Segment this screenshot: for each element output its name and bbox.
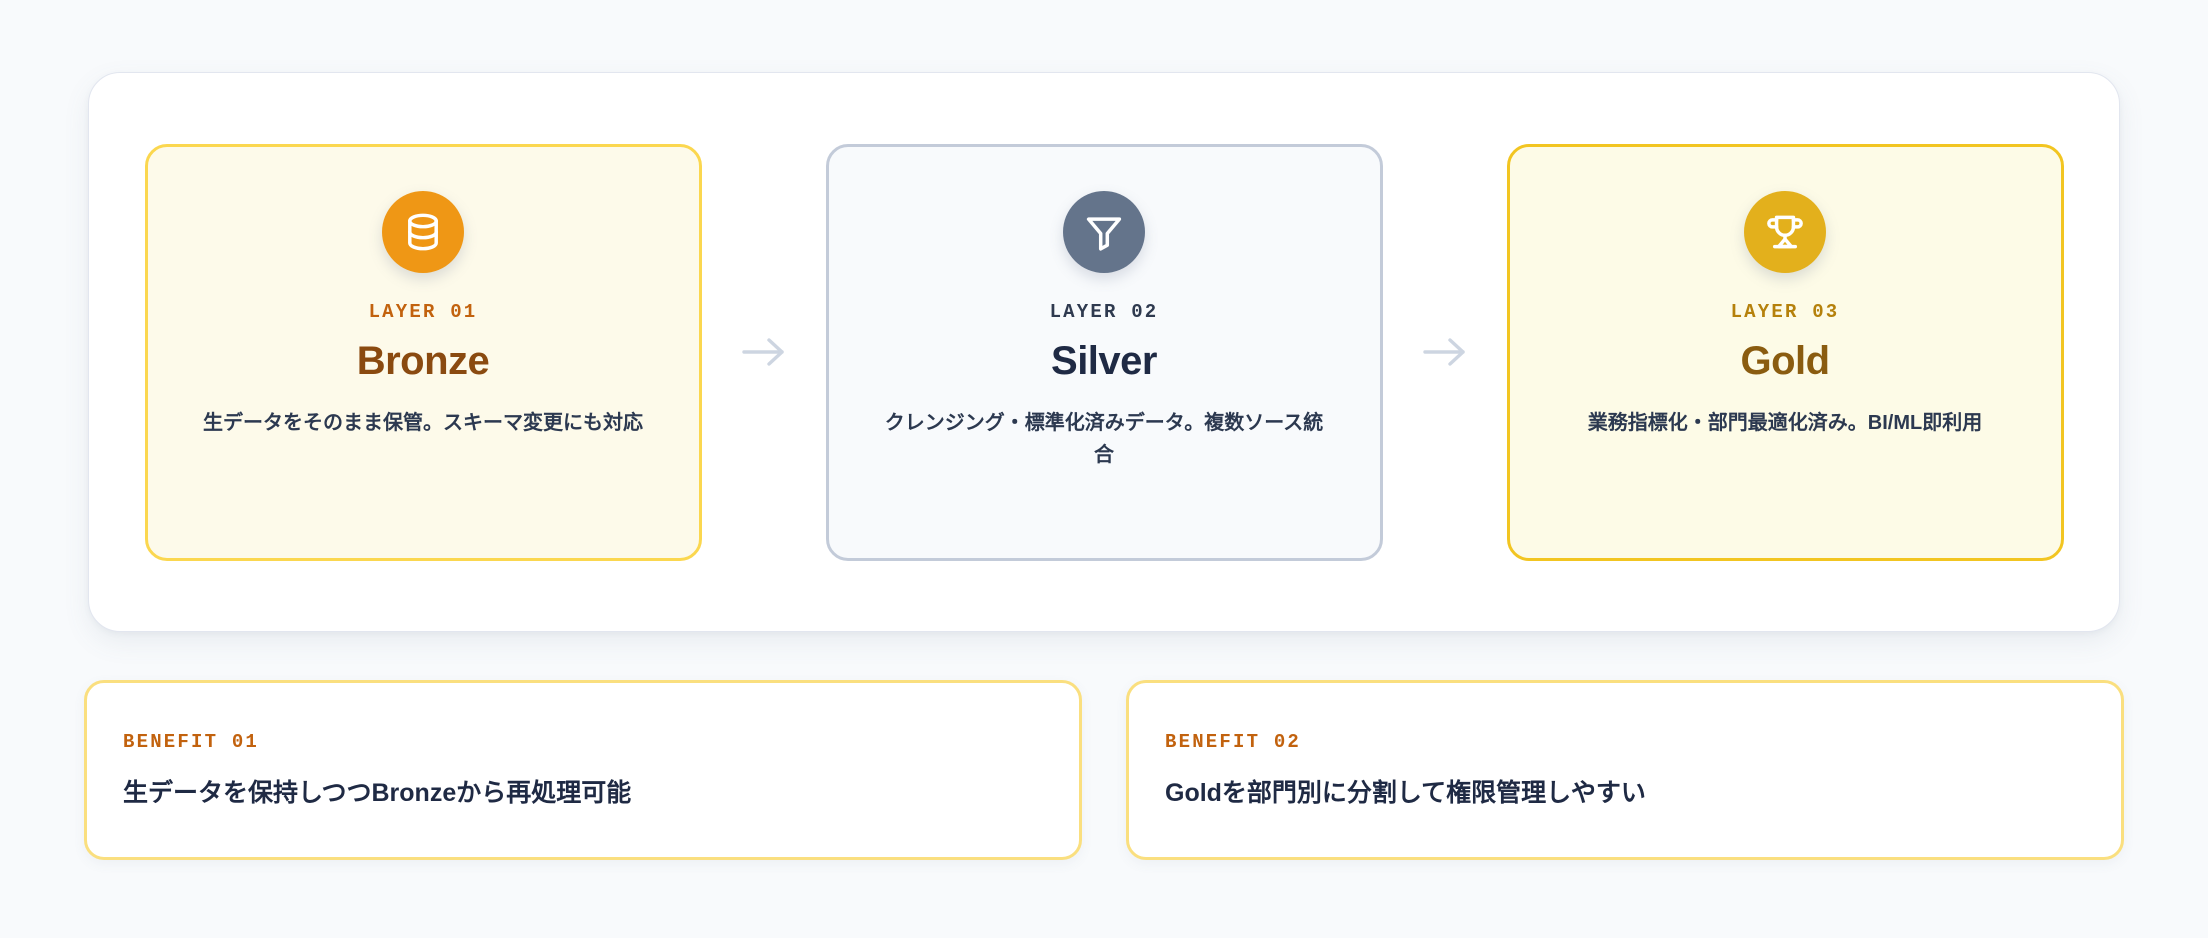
layer-description: 生データをそのまま保管。スキーマ変更にも対応 [203, 411, 643, 434]
arrow-right-icon [702, 332, 826, 372]
layer-card-gold[interactable]: LAYER 03 Gold 業務指標化・部門最適化済み。BI/ML即利用 [1506, 143, 2064, 561]
benefit-text: 生データを保持しつつBronzeから再処理可能 [123, 779, 632, 807]
database-icon [382, 190, 464, 273]
layer-card-silver[interactable]: LAYER 02 Silver クレンジング・標準化済みデータ。複数ソース統合 [825, 143, 1383, 561]
layers-row: LAYER 01 Bronze 生データをそのまま保管。スキーマ変更にも対応 [89, 73, 2119, 631]
layer-title: Gold [1740, 338, 1830, 383]
benefit-kicker: BENEFIT 01 [123, 731, 260, 753]
layer-kicker: LAYER 01 [368, 300, 478, 323]
benefits-row: BENEFIT 01 生データを保持しつつBronzeから再処理可能 BENEF… [84, 680, 2124, 860]
benefit-card-01[interactable]: BENEFIT 01 生データを保持しつつBronzeから再処理可能 [84, 680, 1082, 860]
benefit-text: Goldを部門別に分割して権限管理しやすい [1165, 779, 1646, 807]
pipeline-panel: LAYER 01 Bronze 生データをそのまま保管。スキーマ変更にも対応 [88, 72, 2120, 632]
layer-description: 業務指標化・部門最適化済み。BI/ML即利用 [1587, 411, 1983, 434]
layer-description: クレンジング・標準化済みデータ。複数ソース統合 [884, 411, 1324, 466]
trophy-icon [1744, 190, 1826, 273]
benefit-kicker: BENEFIT 02 [1165, 731, 1302, 753]
benefit-card-02[interactable]: BENEFIT 02 Goldを部門別に分割して権限管理しやすい [1126, 680, 2124, 860]
layer-title: Silver [1051, 338, 1157, 383]
layer-card-bronze[interactable]: LAYER 01 Bronze 生データをそのまま保管。スキーマ変更にも対応 [144, 143, 702, 561]
layer-kicker: LAYER 03 [1730, 300, 1840, 323]
filter-funnel-icon [1063, 190, 1145, 273]
layer-title: Bronze [356, 338, 490, 383]
layer-kicker: LAYER 02 [1049, 300, 1159, 323]
arrow-right-icon [1383, 332, 1507, 372]
